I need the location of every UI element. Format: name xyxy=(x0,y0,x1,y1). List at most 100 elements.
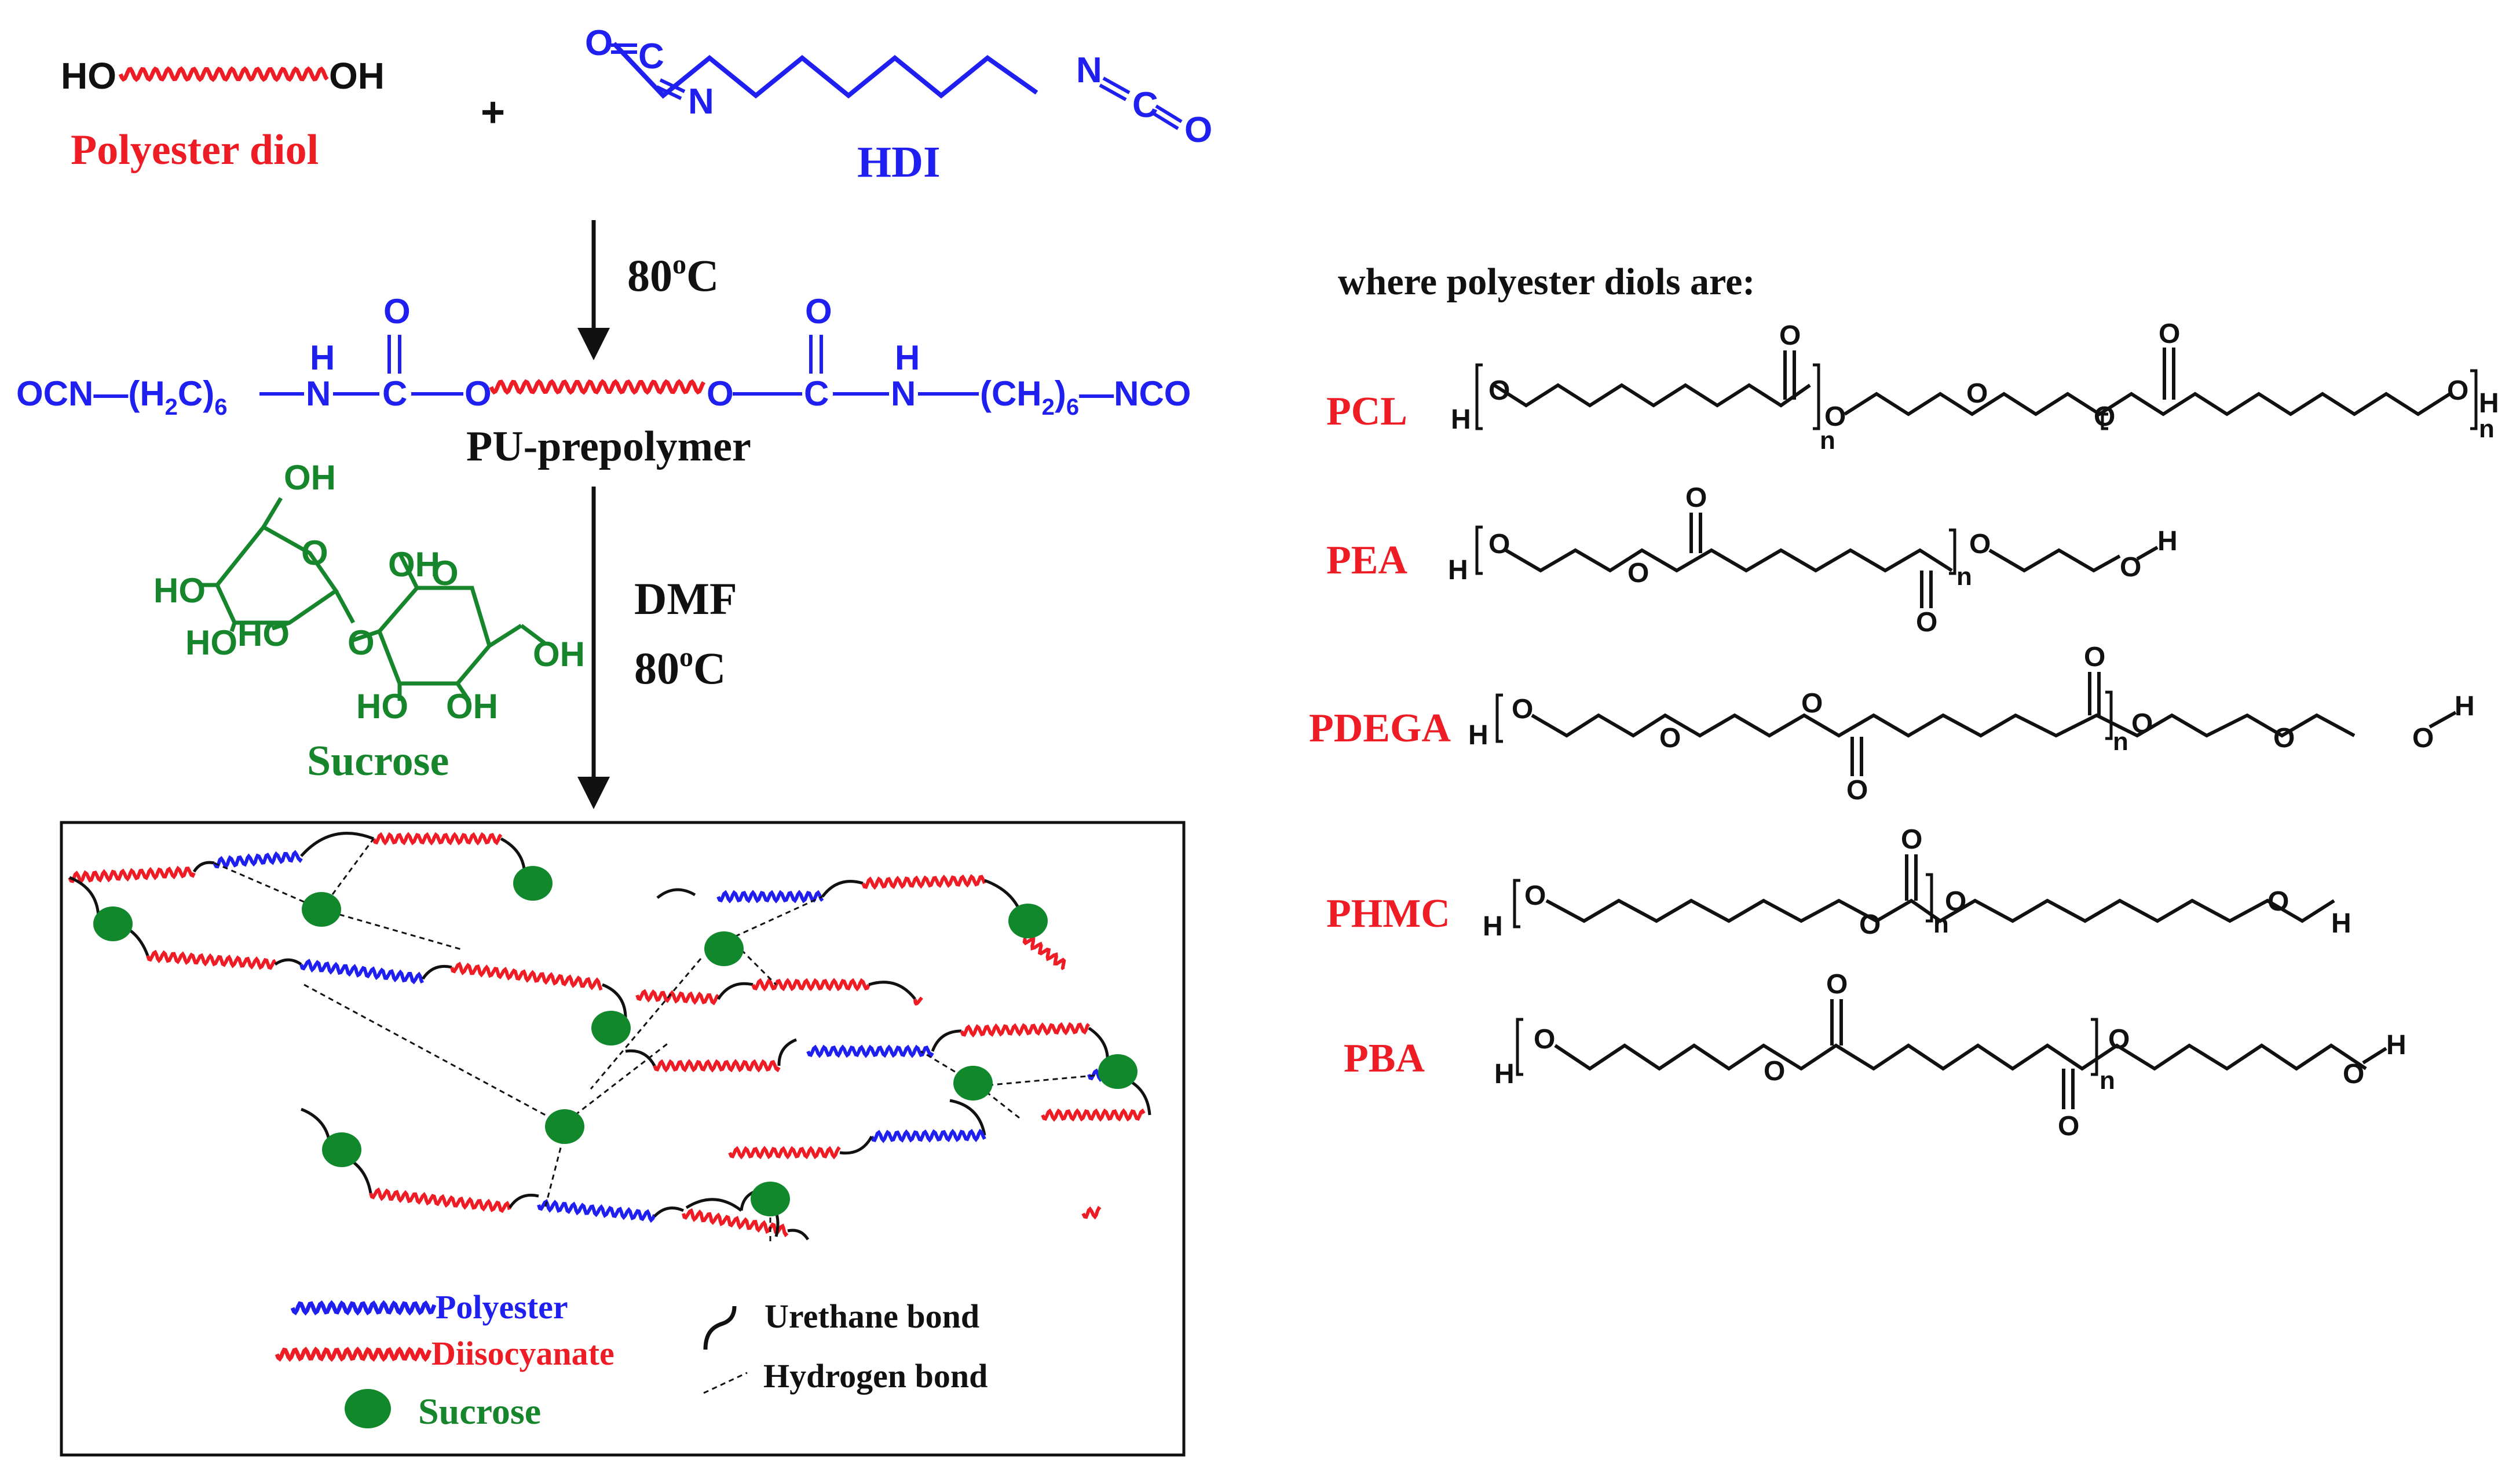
pdega-o-5: O xyxy=(2084,642,2105,672)
legend-sucrose-dot-icon xyxy=(345,1389,391,1428)
sucrose-sphere-icon xyxy=(1098,1054,1138,1089)
polyester-wavy-icon xyxy=(213,850,303,869)
pcl-h-end: H xyxy=(2479,388,2499,419)
network-chains xyxy=(68,832,1151,1245)
pea-o-2: O xyxy=(1627,558,1649,588)
pcl-o-5: O xyxy=(2094,401,2115,432)
pu-prepolymer-structure: OCN—(H2C)6 N H C O O O C O N H (CH2)6—NC… xyxy=(16,292,1191,420)
hdi-hexamethylene-chain-icon xyxy=(612,42,1038,99)
pba-skeleton-icon xyxy=(1554,1043,2367,1071)
pba-o-5: O xyxy=(2108,1024,2130,1055)
network-legend: Polyester Diisocyanate Sucrose Urethane … xyxy=(275,1288,987,1432)
hydrogen-bond-icon xyxy=(321,908,464,951)
pba-o-2: O xyxy=(1764,1056,1785,1087)
diisocyanate-wavy-icon xyxy=(372,832,503,846)
polyester-wavy-icon xyxy=(716,890,824,904)
urethane-bond-icon xyxy=(868,981,916,1000)
phmc-h-end: H xyxy=(2331,908,2351,939)
pcl-o-2: O xyxy=(1488,375,1510,406)
prepolymer-h-right: H xyxy=(895,338,920,377)
urethane-bond-icon xyxy=(787,1229,810,1241)
diol-name-pdega: PDEGA xyxy=(1309,706,1451,751)
pba-o-4: O xyxy=(2058,1111,2079,1142)
pdega-o-6: O xyxy=(2131,708,2153,739)
legend-polyester-label: Polyester xyxy=(436,1288,568,1326)
urethane-bond-icon xyxy=(656,888,696,899)
sucrose-ho-3: HO xyxy=(237,615,290,653)
diol-oh-text: OH xyxy=(329,55,385,97)
legend-hydrogen-bond-icon xyxy=(703,1372,748,1394)
hydrogen-bond-icon xyxy=(543,1120,569,1211)
urethane-bond-icon xyxy=(777,1038,797,1066)
legend-urethane-label: Urethane bond xyxy=(765,1297,979,1335)
diisocyanate-wavy-icon xyxy=(68,865,196,884)
prepolymer-ester-o-right: O xyxy=(707,374,734,413)
diisocyanate-wavy-icon xyxy=(146,949,277,970)
hdi-n1: N xyxy=(688,82,714,122)
urethane-bond-icon xyxy=(602,983,627,1020)
pea-o-1: O xyxy=(1488,529,1510,560)
hdi-c1: C xyxy=(638,36,664,76)
hdi-c2: C xyxy=(1132,85,1158,125)
pcl-n-2: n xyxy=(2479,415,2495,443)
legend-polyester-wavy-icon xyxy=(290,1300,437,1316)
diisocyanate-wavy-icon xyxy=(728,1146,841,1160)
sucrose-ho-4: HO xyxy=(356,687,408,726)
sucrose-sphere-icon xyxy=(704,931,744,966)
sucrose-sphere-icon xyxy=(322,1132,361,1167)
diisocyanate-wavy-icon xyxy=(1041,1108,1146,1122)
pcl-h-start: H xyxy=(1451,404,1471,435)
sucrose-sphere-icon xyxy=(751,1182,790,1216)
diisocyanate-wavy-icon xyxy=(751,978,871,992)
step2-solvent: DMF xyxy=(634,573,737,624)
pdega-n: n xyxy=(2113,727,2128,756)
pdega-skeleton-icon xyxy=(1531,713,2356,738)
sucrose-structure: OH O HO HO HO O OH O OH HO OH Sucrose xyxy=(153,458,585,785)
plus-sign: + xyxy=(481,89,505,136)
diisocyanate-wavy-icon xyxy=(913,996,923,1006)
sucrose-sphere-icon xyxy=(591,1011,631,1045)
phmc-o-5: O xyxy=(2267,886,2289,917)
prepolymer-n-left: N xyxy=(306,374,331,413)
pcl-o-7: O xyxy=(2447,375,2468,406)
polyester-wavy-icon xyxy=(806,1044,934,1058)
diol-name-phmc: PHMC xyxy=(1326,891,1450,936)
diisocyanate-wavy-icon xyxy=(861,874,986,890)
diisocyanate-wavy-icon xyxy=(369,1187,511,1213)
urethane-bond-icon xyxy=(839,1135,873,1155)
prepolymer-h-left: H xyxy=(310,338,335,377)
sucrose-ring-o-fructose: O xyxy=(431,554,459,593)
phmc-structure: H O O O n O O H xyxy=(1483,824,2351,942)
diisocyanate-wavy-icon xyxy=(653,1059,781,1073)
legend-urethane-bond-icon xyxy=(703,1306,737,1350)
pdega-h-start: H xyxy=(1468,720,1488,751)
diol-name-pea: PEA xyxy=(1326,538,1407,583)
network-frame xyxy=(60,821,1186,1457)
pu-prepolymer-label: PU-prepolymer xyxy=(466,423,751,470)
pcl-n-1: n xyxy=(1820,426,1835,455)
urethane-bond-icon xyxy=(821,880,864,898)
pea-skeleton-icon xyxy=(1505,548,1953,573)
diisocyanate-wavy-icon xyxy=(450,962,603,991)
pcl-o-1: O xyxy=(1779,320,1801,351)
legend-sucrose-label: Sucrose xyxy=(418,1391,541,1432)
sucrose-sphere-icon xyxy=(93,906,133,941)
diol-list: PCL PEA PDEGA PHMC PBA xyxy=(1309,389,1451,1081)
diisocyanate-wavy-icon xyxy=(1081,1205,1102,1220)
pdega-o-3: O xyxy=(1801,688,1823,719)
pea-o-3: O xyxy=(1685,482,1707,513)
hdi-n2: N xyxy=(1076,50,1102,90)
step1-arrow: 80oC xyxy=(577,220,719,360)
sucrose-sphere-icon xyxy=(953,1066,993,1101)
polyester-wavy-chain-icon xyxy=(489,379,706,395)
pcl-skeleton-right-icon xyxy=(1844,392,2451,416)
pcl-o-3: O xyxy=(1824,401,1846,432)
pba-o-3: O xyxy=(1826,969,1848,1000)
urethane-bond-icon xyxy=(508,1193,539,1209)
diols-heading: where polyester diols are: xyxy=(1338,261,1755,303)
hdi-o1: O xyxy=(585,23,613,63)
urethane-bond-icon xyxy=(300,832,374,857)
pdega-o-2: O xyxy=(1659,723,1681,754)
legend-hydrogen-label: Hydrogen bond xyxy=(763,1357,987,1395)
